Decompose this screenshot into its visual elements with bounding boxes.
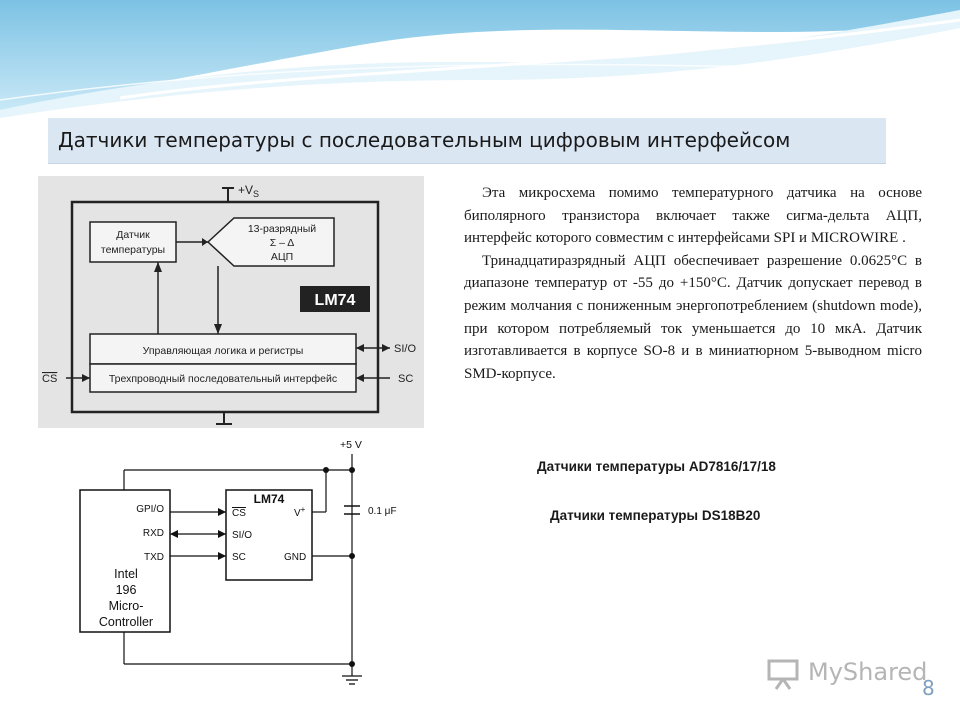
svg-text:температуры: температуры — [101, 244, 165, 256]
svg-text:SC: SC — [232, 552, 246, 563]
adc-block — [206, 217, 335, 267]
link-ds18b20[interactable]: Датчики температуры DS18B20 — [550, 508, 761, 523]
link-ad7816[interactable]: Датчики температуры AD7816/17/18 — [537, 459, 776, 474]
mcu-block — [79, 489, 171, 633]
svg-text:Трехпроводный последовательный: Трехпроводный последовательный интерфейс — [109, 373, 337, 385]
svg-text:13-разрядный: 13-разрядный — [248, 223, 316, 235]
svg-text:SC: SC — [398, 373, 413, 385]
description-paragraph: Тринадцатиразрядный АЦП обеспечивает раз… — [464, 252, 922, 382]
slide-number: 8 — [922, 676, 935, 700]
header-wave — [0, 0, 960, 118]
svg-text:Micro-: Micro- — [109, 599, 144, 613]
svg-text:196: 196 — [116, 583, 137, 597]
title-box: Датчики температуры с последовательным ц… — [48, 118, 886, 164]
svg-text:SI/O: SI/O — [394, 343, 416, 355]
svg-text:CS: CS — [42, 373, 57, 385]
svg-text:Σ – Δ: Σ – Δ — [270, 237, 295, 249]
description-paragraph: Эта микросхема помимо температурного дат… — [464, 185, 922, 247]
svg-text:+5 V: +5 V — [340, 439, 362, 451]
page-title: Датчики температуры с последовательным ц… — [58, 128, 791, 152]
application-circuit: +5 V 0.1 μF GPI/O RXD TXD Intel 196 Micr… — [58, 432, 410, 690]
svg-text:GPI/O: GPI/O — [136, 504, 164, 515]
lm74-chip — [225, 489, 313, 581]
svg-text:RXD: RXD — [143, 528, 164, 539]
svg-text:SI/O: SI/O — [232, 530, 252, 541]
svg-text:АЦП: АЦП — [271, 251, 293, 263]
logic-block — [89, 333, 357, 365]
svg-text:TXD: TXD — [144, 552, 164, 563]
svg-text:CS: CS — [232, 508, 246, 519]
presentation-icon — [767, 659, 799, 690]
svg-text:Управляющая логика и регистры: Управляющая логика и регистры — [143, 345, 304, 357]
supply-label: +VS — [238, 183, 259, 199]
svg-text:Датчик: Датчик — [116, 229, 150, 241]
interface-block — [89, 363, 357, 393]
watermark-text: MyShared — [808, 658, 928, 686]
svg-text:V+: V+ — [294, 505, 306, 519]
svg-text:LM74: LM74 — [315, 292, 356, 309]
svg-text:0.1 μF: 0.1 μF — [368, 506, 397, 517]
svg-text:GND: GND — [284, 552, 306, 563]
watermark: MyShared — [766, 654, 928, 694]
block-diagram: +VS Датчик температуры 13-разрядный Σ – … — [38, 176, 424, 428]
description: Эта микросхема помимо температурного дат… — [464, 182, 922, 385]
svg-text:Intel: Intel — [114, 567, 138, 581]
svg-text:Controller: Controller — [99, 615, 153, 629]
sensor-block — [89, 221, 177, 263]
chip-name-badge — [300, 286, 370, 312]
svg-text:LM74: LM74 — [254, 492, 285, 506]
